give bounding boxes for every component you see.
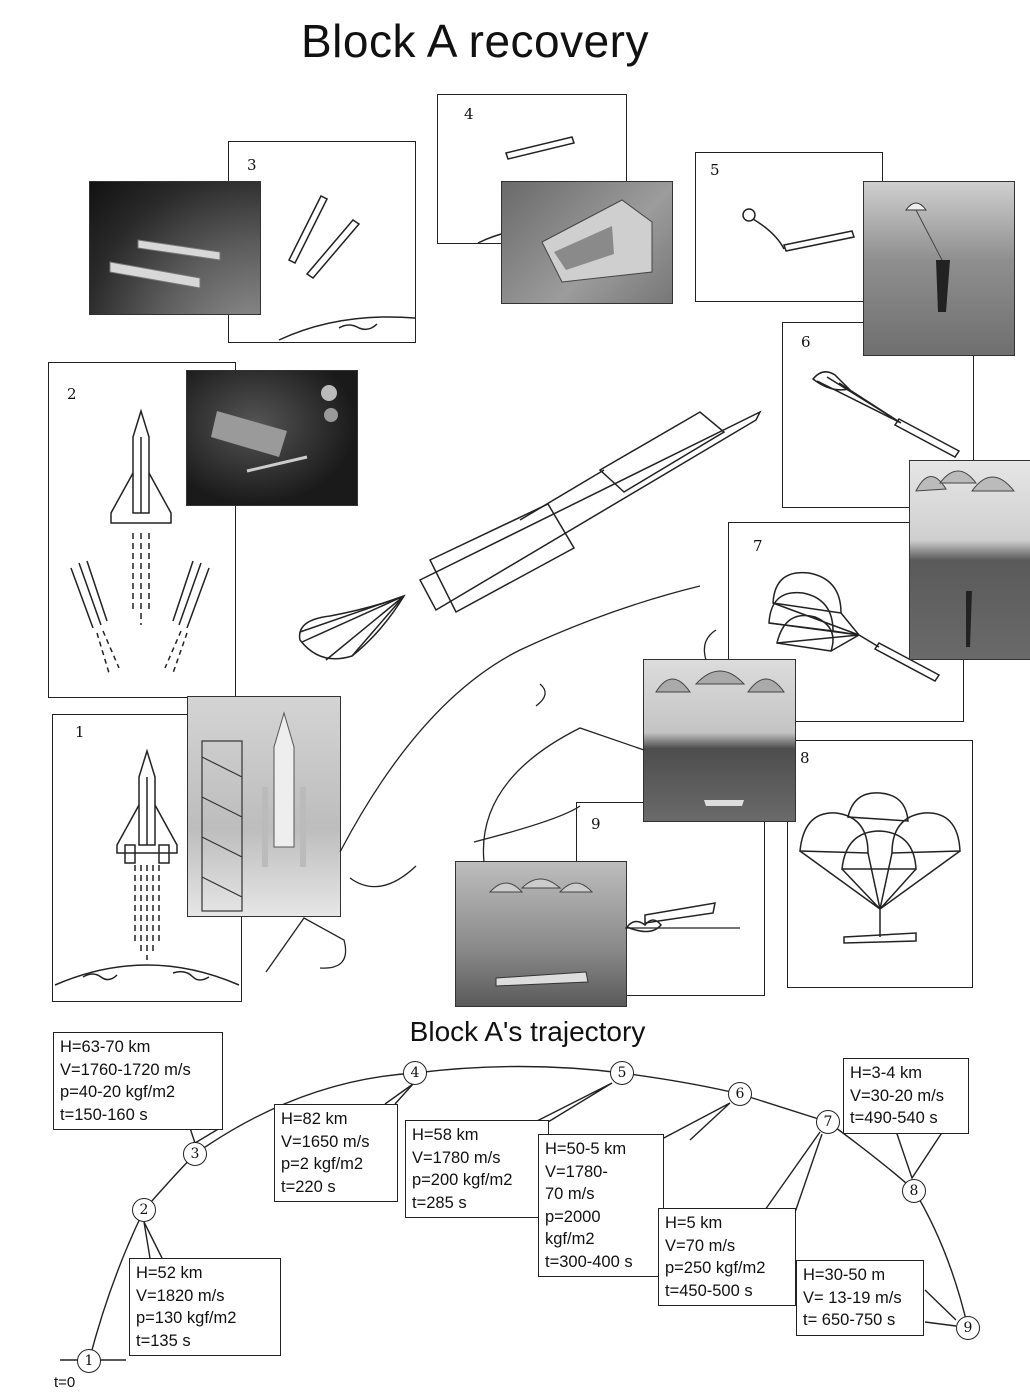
chutes-render: [915, 470, 1016, 647]
photo-block-a-closeup: [501, 181, 673, 304]
panel-number: 2: [67, 385, 77, 403]
trajectory-node-1: 1: [77, 1349, 101, 1373]
boosters-in-orbit-drawing: [278, 194, 415, 341]
callout-node-8: H=3-4 km V=30-20 m/s t=490-540 s: [843, 1058, 969, 1134]
panel-number: 5: [710, 161, 720, 179]
trajectory-node-8: 8: [902, 1179, 926, 1203]
booster-separation-drawing: [70, 408, 210, 674]
callout-node-2: H=52 km V=1820 m/s p=130 kgf/m2 t=135 s: [129, 1258, 281, 1356]
photo-touchdown: [455, 861, 627, 1007]
page-title: Block A recovery: [300, 15, 650, 67]
panel-number: 1: [75, 723, 85, 741]
callout-node-3: H=63-70 km V=1760-1720 m/s p=40-20 kgf/m…: [53, 1032, 223, 1130]
trajectory-title: Block A's trajectory: [409, 1016, 646, 1047]
panel-number: 6: [801, 333, 811, 351]
photo-three-chutes: [909, 460, 1030, 660]
touchdown-drawing: [625, 902, 716, 933]
landing-chutes-drawing: [799, 792, 961, 944]
central-block-a-drawing: [298, 410, 762, 661]
drogue-chute-drawing: [742, 208, 855, 252]
touchdown-render: [488, 878, 594, 987]
panel-number: 8: [800, 749, 810, 767]
panel-8-landing: 8: [787, 740, 973, 988]
callout-node-6: H=50-5 km V=1780- 70 m/s p=2000 kgf/m2 t…: [538, 1134, 664, 1277]
trajectory-node-6: 6: [728, 1082, 752, 1106]
drogue-render: [905, 202, 950, 312]
photo-boosters-orbit: [89, 181, 261, 315]
approach-render: [655, 670, 785, 806]
trajectory-node-7: 7: [816, 1110, 840, 1134]
start-time-label: t=0: [54, 1374, 76, 1391]
photo-splashdown-approach: [643, 659, 796, 822]
three-chute-descent-drawing: [768, 571, 941, 682]
callout-node-7: H=5 km V=70 m/s p=250 kgf/m2 t=450-500 s: [658, 1208, 796, 1306]
photo-booster-separation: [186, 370, 358, 506]
trajectory-node-3: 3: [183, 1142, 207, 1166]
photo-drogue-deploy: [863, 181, 1015, 356]
block-a-render: [541, 199, 653, 283]
shuttle-launch-drawing: [54, 748, 240, 986]
trajectory-node-5: 5: [610, 1061, 634, 1085]
trajectory-node-2: 2: [132, 1198, 156, 1222]
panel-number: 3: [247, 156, 257, 174]
photo-launch-pad: [187, 696, 341, 917]
panel-number: 4: [464, 105, 474, 123]
callout-node-5: H=58 km V=1780 m/s p=200 kgf/m2 t=285 s: [405, 1120, 549, 1218]
panel-5-drogue: 5: [695, 152, 883, 302]
trajectory-node-4: 4: [403, 1061, 427, 1085]
parachute-deploy-drawing: [811, 371, 961, 458]
launch-render: [201, 711, 306, 912]
callout-node-4: H=82 km V=1650 m/s p=2 kgf/m2 t=220 s: [274, 1104, 398, 1202]
trajectory-node-9: 9: [956, 1316, 980, 1340]
booster-render: [109, 239, 221, 289]
separation-render: [211, 385, 338, 473]
callout-node-9: H=30-50 m V= 13-19 m/s t= 650-750 s: [796, 1260, 924, 1336]
